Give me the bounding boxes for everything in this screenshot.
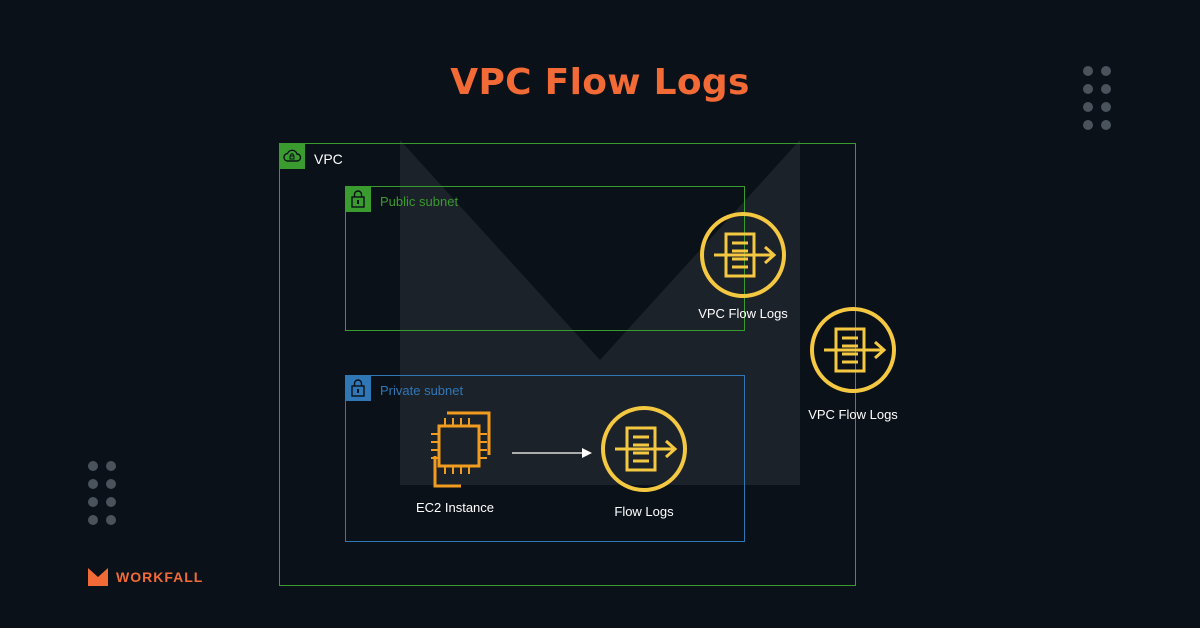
private-subnet-label: Private subnet [380, 383, 464, 398]
private-subnet-container: Private subnet [345, 375, 745, 542]
public-subnet-container: Public subnet [345, 186, 745, 331]
dots-top-right [1083, 66, 1111, 130]
public-flow-logs-label: VPC Flow Logs [698, 306, 788, 321]
public-subnet-label: Public subnet [380, 194, 459, 209]
vpc-flow-logs-label: VPC Flow Logs [808, 407, 898, 422]
public-flow-logs-node: VPC Flow Logs [683, 210, 803, 321]
flow-arrow [512, 448, 592, 458]
flow-logs-icon [810, 307, 896, 393]
watermark-logo [400, 140, 800, 485]
lock-icon [345, 186, 371, 212]
vpc-label: VPC [314, 151, 343, 167]
brand-name: WORKFALL [116, 569, 204, 585]
flow-logs-label: Flow Logs [614, 504, 674, 519]
vpc-flow-logs-node: VPC Flow Logs [793, 305, 913, 422]
ec2-chip-icon [431, 411, 491, 488]
ec2-instance-node: EC2 Instance [395, 410, 515, 515]
flow-logs-node: Flow Logs [584, 404, 704, 519]
workfall-logo-icon [88, 568, 108, 586]
ec2-instance-label: EC2 Instance [415, 500, 495, 515]
page-title: VPC Flow Logs [450, 62, 750, 103]
vpc-container: VPC [279, 143, 856, 586]
dots-bottom-left [88, 461, 116, 525]
cloud-lock-icon [279, 143, 305, 169]
flow-logs-icon [601, 406, 687, 492]
brand: WORKFALL [88, 568, 203, 586]
flow-logs-icon [700, 212, 786, 298]
lock-icon [345, 375, 371, 401]
